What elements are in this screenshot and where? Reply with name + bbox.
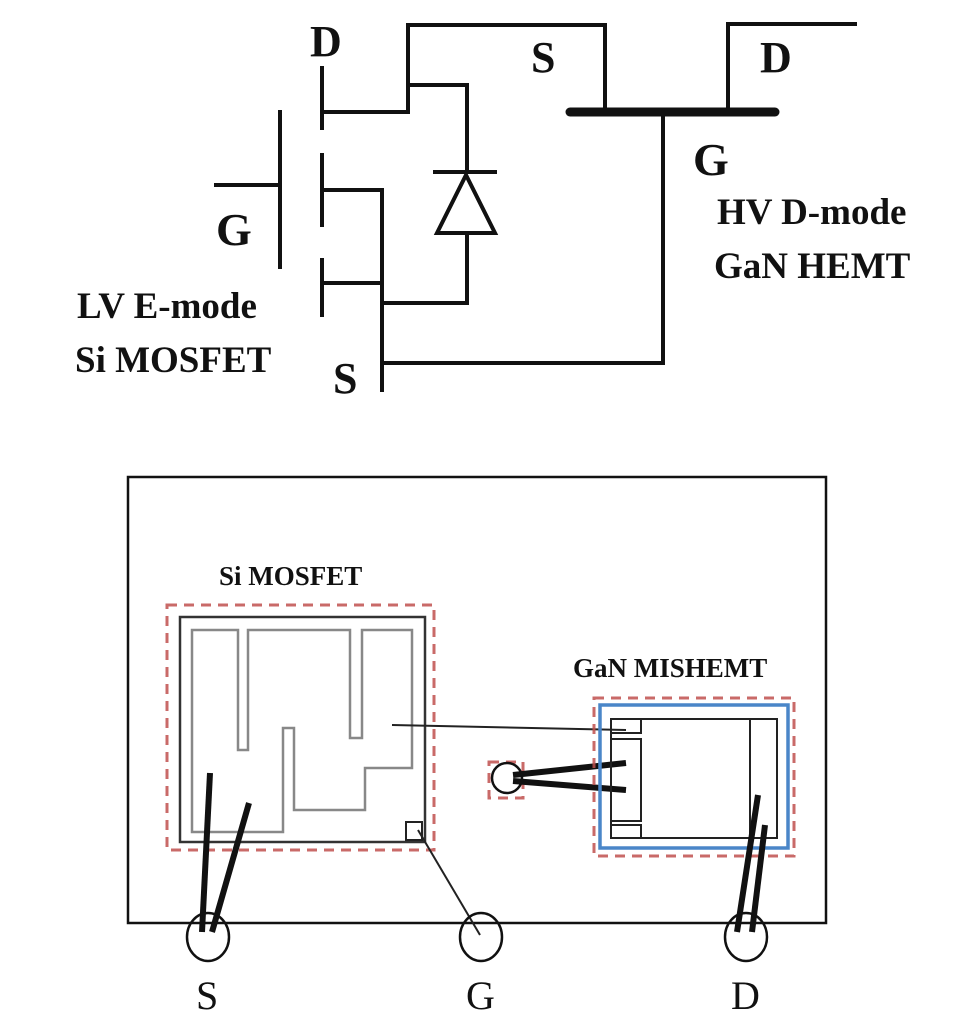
hemt-drain-label: D xyxy=(760,33,792,82)
drain-bond-wire-1 xyxy=(734,794,761,933)
mosfet-gate-pad xyxy=(405,821,423,841)
mosfet-drain-to-gan-source-bond xyxy=(391,724,627,731)
mosfet-title-line1: LV E-mode xyxy=(77,286,257,327)
gate-bond-wire xyxy=(417,829,481,936)
package-outline xyxy=(126,475,828,925)
mosfet-die-label: Si MOSFET xyxy=(219,561,362,591)
mosfet-gate-label: G xyxy=(216,204,252,255)
gan-gate-bond-wire-1 xyxy=(512,760,627,778)
diode-anode-wire xyxy=(380,231,469,305)
gan-gate-bond-wire-2 xyxy=(512,778,627,793)
mosfet-die-dashed-outline xyxy=(165,603,436,852)
pin-gate-circle xyxy=(458,911,504,963)
diode-cathode-wire xyxy=(406,83,469,174)
pin-gate-label: G xyxy=(466,973,495,1018)
pin-drain-circle xyxy=(723,911,769,963)
mosfet-source-label: S xyxy=(333,354,357,403)
mosfet-drain-label: D xyxy=(310,17,342,66)
hemt-source-label: S xyxy=(531,33,555,82)
gan-source-pad-top xyxy=(610,718,642,734)
pin-source-circle xyxy=(185,911,231,963)
package-layout: Si MOSFET GaN MISHEMT xyxy=(126,475,828,1018)
gan-active-outline xyxy=(598,703,790,850)
gan-die-dashed-outline xyxy=(592,696,796,858)
gan-die-label: GaN MISHEMT xyxy=(573,653,767,683)
hemt-title-line1: HV D-mode xyxy=(717,192,906,233)
source-bond-wire-2 xyxy=(209,802,252,933)
gan-gate-pad xyxy=(610,738,642,822)
body-diode-icon xyxy=(433,170,499,235)
cascode-schematic: D G S LV E-mode Si MOSFET S D G HV D-mod… xyxy=(75,17,911,403)
pin-source-label: S xyxy=(196,973,218,1018)
mosfet-drain-to-hemt-source-wire xyxy=(322,23,607,114)
hemt-gate-label: G xyxy=(693,134,729,185)
mosfet-body-wire xyxy=(322,188,384,392)
pin-drain-label: D xyxy=(731,973,760,1018)
mosfet-title-line2: Si MOSFET xyxy=(75,340,272,381)
hemt-title-line2: GaN HEMT xyxy=(714,246,911,287)
mosfet-die-outline xyxy=(178,615,427,844)
source-bond-wire-1 xyxy=(199,772,213,933)
hemt-drain-wire xyxy=(726,22,857,110)
mosfet-source-to-hemt-gate-wire xyxy=(380,110,665,365)
gan-source-pad-bottom xyxy=(610,824,642,839)
mosfet-source-metal xyxy=(190,628,414,834)
gan-gate-pad-circle xyxy=(490,761,524,795)
